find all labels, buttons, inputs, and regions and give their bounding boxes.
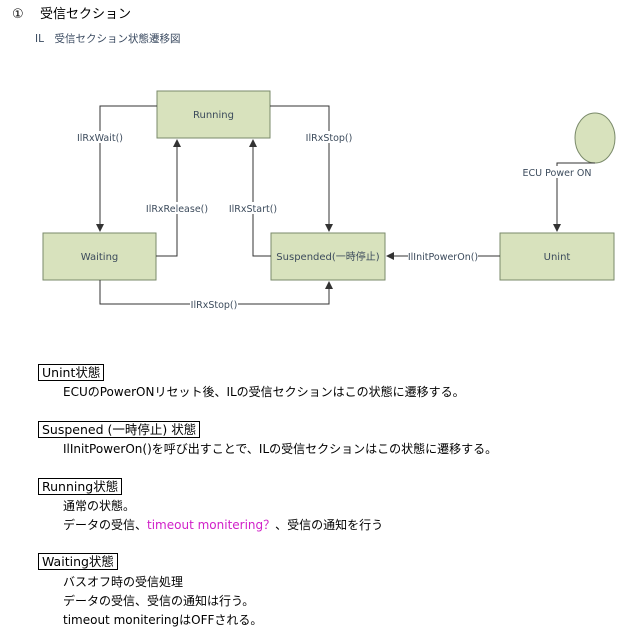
edge-label-il-rx-stop-bottom: IlRxStop() (191, 300, 238, 311)
edge-label-ecu-power-on: ECU Power ON (523, 168, 592, 179)
section-waiting-line-1: バスオフ時の受信処理 (63, 575, 184, 589)
section-suspended-line: IlInitPowerOn()を呼び出すことで、ILの受信セクションはこの状態に… (63, 442, 498, 456)
edge-initial-to-unint (553, 162, 595, 232)
edge-running-to-suspended (270, 105, 333, 232)
edge-running-to-waiting (96, 105, 157, 232)
running-line-2-pre: データの受信、 (63, 518, 148, 532)
section-unint-line: ECUのPowerONリセット後、ILの受信セクションはこの状態に遷移する。 (63, 385, 465, 399)
edge-label-il-rx-stop-top: IlRxStop() (306, 133, 353, 144)
state-suspended-label: Suspended(一時停止) (276, 250, 379, 263)
state-unint-label: Unint (544, 252, 571, 263)
section-title-unint: Unint状態 (38, 364, 105, 381)
section-title-waiting: Waiting状態 (38, 553, 118, 570)
edge-label-il-init-power-on: IlInitPowerOn() (408, 252, 478, 263)
edge-suspended-to-running (249, 139, 271, 257)
state-running: Running (156, 90, 271, 139)
section-waiting-line-3: timeout moniteringはOFFされる。 (63, 613, 263, 627)
heading-number: ① (12, 7, 24, 22)
state-running-label: Running (193, 110, 234, 121)
state-waiting: Waiting (42, 232, 157, 281)
state-suspended: Suspended(一時停止) (270, 232, 386, 281)
page-title: ① 受信セクション (12, 3, 131, 22)
edge-label-il-rx-start: IlRxStart() (229, 204, 277, 215)
state-waiting-label: Waiting (81, 252, 119, 263)
timeout-monitering-highlight: timeout monitering？ (147, 518, 276, 532)
heading-title: 受信セクション (39, 7, 131, 22)
diagram-subtitle: IL 受信セクション状態遷移図 (35, 33, 181, 45)
state-diagram: Running Waiting Suspended(一時停止) Unint Il… (42, 90, 616, 311)
state-unint: Unint (499, 232, 615, 281)
section-running-line-1: 通常の状態。 (63, 499, 136, 513)
initial-state (574, 112, 616, 164)
section-waiting-line-2: データの受信、受信の通知は行う。 (63, 594, 255, 608)
edge-label-il-rx-release: IlRxRelease() (146, 204, 208, 215)
edge-waiting-to-running (156, 139, 181, 257)
section-title-running: Running状態 (38, 478, 123, 495)
edge-label-il-rx-wait: IlRxWait() (77, 133, 123, 144)
section-running-line-2: データの受信、timeout monitering？、受信の通知を行う (63, 516, 383, 533)
section-title-suspended: Suspened (一時停止) 状態 (38, 421, 201, 438)
running-line-2-post: 、受信の通知を行う (275, 518, 384, 532)
